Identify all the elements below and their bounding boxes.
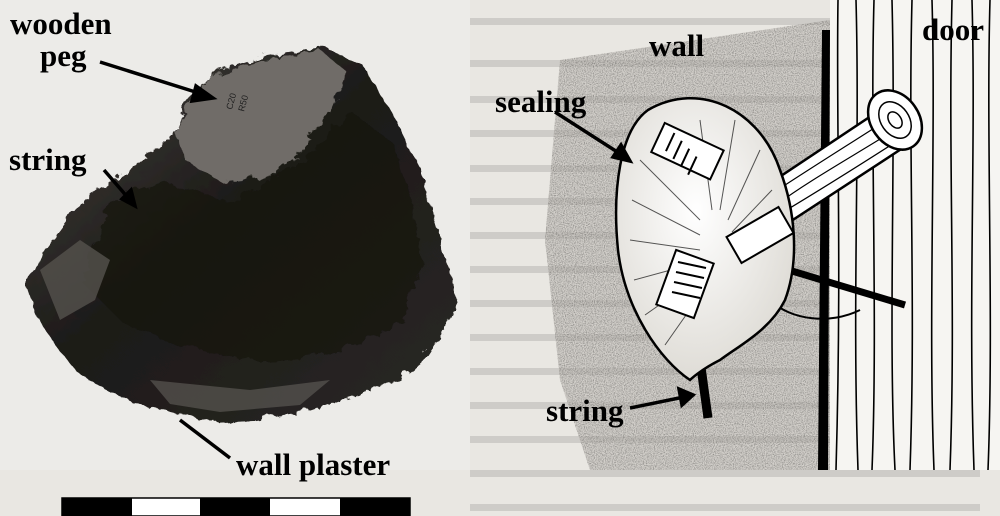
scale-bar xyxy=(62,498,410,516)
sealing-photograph: C20 R50 xyxy=(0,0,470,516)
label-wooden-peg-line2: peg xyxy=(40,40,87,71)
label-sealing: sealing xyxy=(495,86,586,117)
label-wall-plaster: wall plaster xyxy=(236,449,390,480)
label-door: door xyxy=(922,14,984,45)
label-string-photo: string xyxy=(9,144,87,175)
label-string-drawing: string xyxy=(546,395,624,426)
door xyxy=(830,0,1000,470)
label-wall: wall xyxy=(649,30,704,61)
label-wooden-peg-line1: wooden xyxy=(10,8,112,39)
